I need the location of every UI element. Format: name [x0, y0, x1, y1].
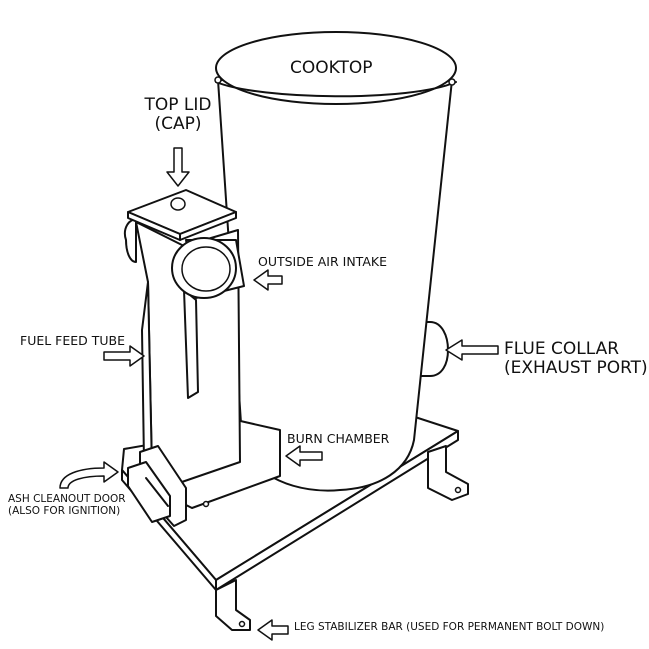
fuel-feed-tube: [124, 189, 241, 485]
hollow-arrow-icon: [59, 461, 119, 489]
cooktop-label: COOKTOP: [290, 58, 373, 78]
ash-cleanout-label-line1: ASH CLEANOUT DOOR: [8, 493, 126, 505]
burn-chamber-label: BURN CHAMBER: [287, 431, 390, 446]
hollow-arrow-icon: [103, 345, 145, 367]
stove-body: [214, 31, 457, 492]
leg-stabilizer-label: LEG STABILIZER BAR (USED FOR PERMANENT B…: [294, 621, 605, 633]
top-lid-label: TOP LID (CAP): [130, 95, 226, 135]
hollow-arrow-icon: [253, 269, 283, 291]
stabilizer-legs: [215, 445, 469, 631]
hollow-arrow-icon: [166, 147, 190, 187]
hollow-arrow-icon: [257, 619, 289, 641]
flue-collar-label-line1: FLUE COLLAR: [504, 339, 620, 359]
fuel-feed-tube-label: FUEL FEED TUBE: [20, 333, 126, 348]
outside-air-intake-pipe: [171, 237, 245, 299]
flue-collar-label-line2: (EXHAUST PORT): [504, 358, 648, 379]
hollow-arrow-icon: [285, 445, 323, 467]
outside-air-intake-label: OUTSIDE AIR INTAKE: [258, 254, 387, 269]
top-lid-label-line1: TOP LID: [144, 95, 212, 115]
ash-cleanout-label-line2: (ALSO FOR IGNITION): [8, 504, 121, 517]
ash-cleanout-door-label: ASH CLEANOUT DOOR (ALSO FOR IGNITION): [8, 493, 126, 518]
ash-cleanout-door: [127, 445, 210, 527]
flue-collar-label: FLUE COLLAR (EXHAUST PORT): [504, 339, 648, 379]
top-lid-label-line2: (CAP): [154, 114, 202, 135]
hollow-arrow-icon: [445, 339, 499, 361]
flue-collar: [419, 321, 449, 377]
